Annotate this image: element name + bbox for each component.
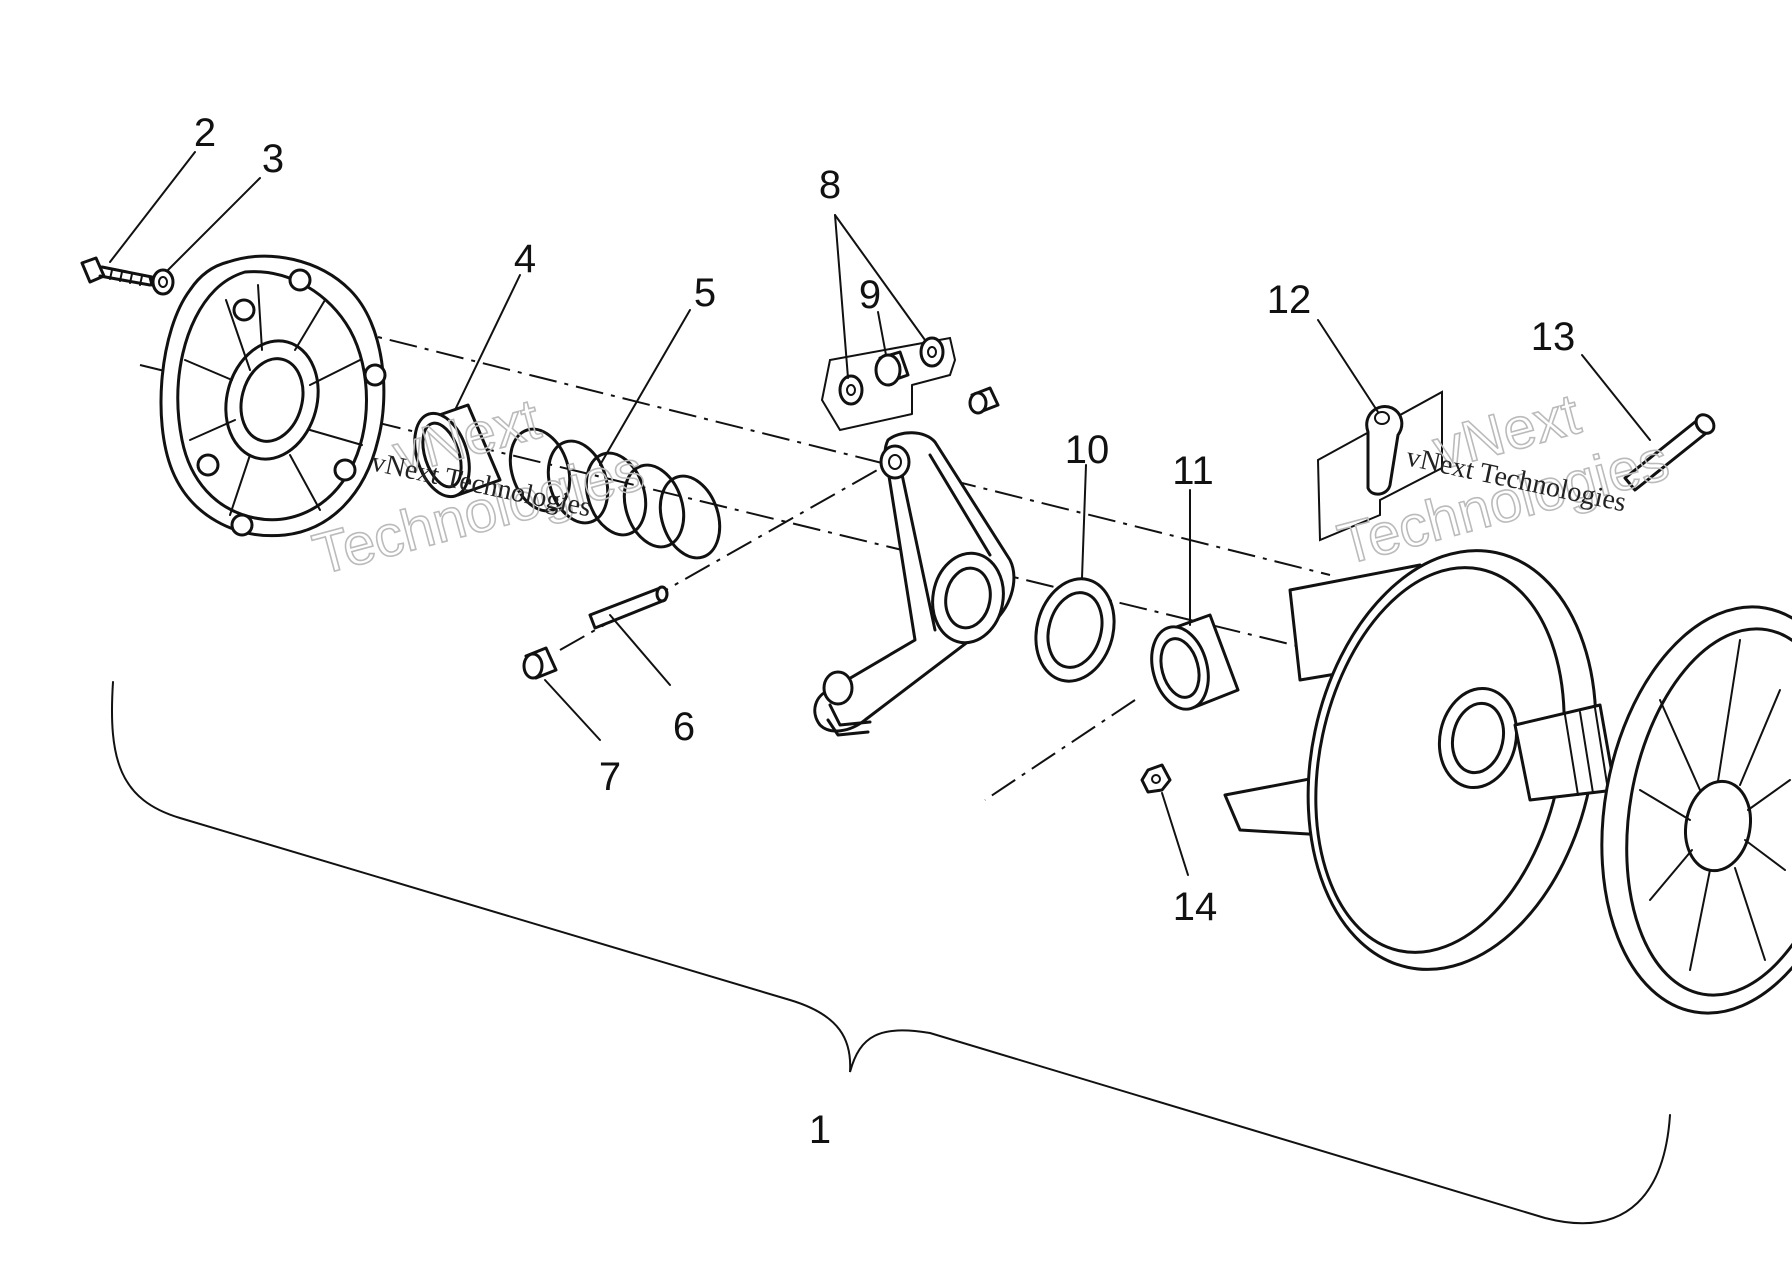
leader-lines	[109, 151, 1651, 876]
callout-5: 5	[694, 271, 716, 315]
part-12-button	[1316, 390, 1443, 542]
callout-6: 6	[673, 705, 695, 749]
part-10-washer	[1034, 577, 1116, 683]
part-5-spring	[508, 427, 722, 560]
callout-13: 13	[1531, 315, 1576, 359]
part-11-bushing	[1150, 613, 1240, 711]
part-3-washer	[151, 268, 175, 296]
stationary-sheave	[1223, 549, 1617, 971]
part-14-nut	[1140, 763, 1172, 794]
callouts: 1 2 3 4 5 6 7 8 9 10 11 12 13 14	[194, 111, 1575, 1152]
part-13-pin	[1623, 413, 1716, 492]
callout-2: 2	[194, 111, 216, 155]
spider-arm	[813, 431, 1016, 737]
callout-3: 3	[262, 137, 284, 181]
callout-7: 7	[599, 755, 621, 799]
callout-12: 12	[1267, 278, 1312, 322]
callout-9: 9	[859, 273, 881, 317]
callout-14: 14	[1173, 885, 1218, 929]
callout-1: 1	[809, 1108, 831, 1152]
callout-11: 11	[1172, 449, 1214, 493]
part-7-plug	[522, 646, 558, 680]
part-2-bolt	[80, 256, 154, 287]
cover-plate	[159, 254, 387, 538]
callout-10: 10	[1065, 428, 1110, 472]
pulley-wheel	[1600, 605, 1792, 1015]
assembly-bracket	[110, 681, 1671, 1225]
callout-4: 4	[514, 237, 536, 281]
part-8-9-kit	[821, 336, 1000, 432]
part-4-bushing	[413, 403, 502, 499]
part-6-pin	[588, 585, 669, 630]
callout-8: 8	[819, 163, 841, 207]
